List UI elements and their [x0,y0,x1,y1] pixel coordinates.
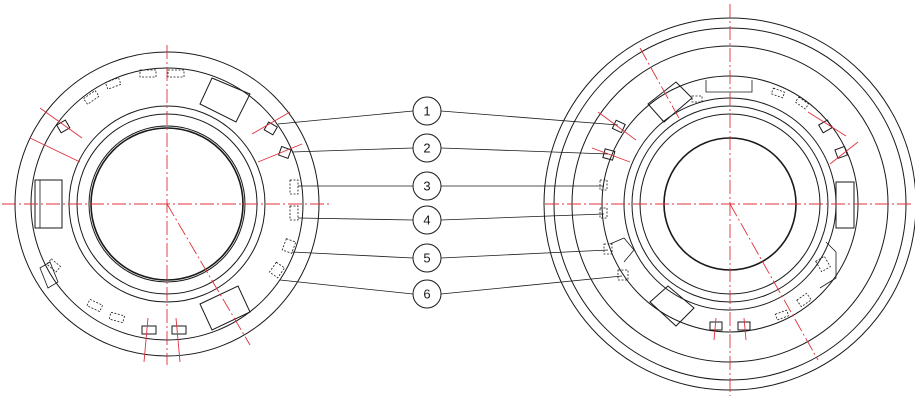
right-tick-6 [743,317,747,341]
left-tick-4 [39,107,83,139]
right-hidden-4 [599,207,608,219]
right-tab-6 [737,321,751,331]
right-slot-right [819,241,837,289]
callout-label: 2 [423,141,430,156]
left-window-bottom [199,285,251,331]
left-tab-5 [171,325,187,335]
leader-1-left [277,110,414,125]
left-tab-left [39,261,59,289]
callout-1: 1 [412,96,442,126]
callout-bubble [412,171,442,201]
callout-2: 2 [412,133,442,163]
right-hidden-br-3 [774,309,790,321]
left-hidden-tl-2 [82,89,100,105]
right-notch-top [705,80,753,93]
callout-3: 3 [412,171,442,201]
leader-2-right [440,147,609,155]
leader-5-left [291,251,414,259]
right-tick-2 [591,147,631,163]
left-hidden-4 [289,205,299,221]
left-hidden-tl-1 [104,77,122,90]
left-tick-2 [257,143,303,163]
right-slot-left [609,237,635,263]
callout-label: 6 [423,287,430,302]
right-centerline-diag-2 [639,47,681,121]
left-hidden-3 [289,179,299,195]
right-hidden-br-2 [796,292,812,308]
right-part-view [543,4,915,396]
right-tick-1 [597,111,637,141]
leader-6-left [279,279,414,295]
left-hidden-bl-3 [108,311,126,324]
callout-bubble [412,279,442,309]
callout-4: 4 [412,205,442,235]
right-tick-3 [807,111,847,137]
left-hidden-5 [281,238,297,254]
right-hidden-tr-1 [770,87,786,99]
right-window-bottom [649,285,695,327]
callout-bubble [412,243,442,273]
right-hidden-6 [617,269,629,281]
left-tick-1 [251,111,291,135]
callout-6: 6 [412,279,442,309]
right-hidden-tl-1 [691,95,703,103]
callout-label: 5 [423,251,430,266]
right-hidden-br-1 [815,255,831,273]
left-hidden-bl-2 [86,298,104,313]
callout-5: 5 [412,243,442,273]
callout-bubble [412,133,442,163]
left-hidden-top-1 [139,69,157,78]
left-centerline-diag [166,203,251,346]
right-tick-5 [713,317,717,341]
left-window-top [199,77,251,123]
callout-label: 3 [423,179,430,194]
left-window-left [34,179,63,229]
callout-list: 1 2 3 4 5 6 [412,96,442,309]
left-tab-2 [277,145,292,160]
left-tab-1 [263,121,279,136]
left-tick-3 [29,137,81,163]
right-tab-3 [817,119,833,134]
leader-4-left [297,217,414,221]
left-part-view [2,45,330,365]
left-tab-4 [141,325,157,335]
right-tab-5 [709,321,723,331]
leader-4-right [440,213,605,221]
right-hidden-tr-2 [794,96,810,110]
callout-label: 1 [423,104,430,119]
leader-5-right [440,249,609,259]
callout-bubble [412,96,442,126]
leader-2-left [291,147,414,153]
right-hidden-3 [599,179,608,191]
right-tick-4 [829,141,859,165]
callout-bubble [412,205,442,235]
right-centerline-diag-1 [729,203,819,361]
leader-lines [277,110,623,295]
left-tick-5 [143,317,149,363]
left-hidden-6 [268,261,286,279]
right-window-right [835,181,855,229]
right-tab-4 [834,145,849,160]
right-hidden-5 [603,243,613,255]
callout-label: 4 [423,213,430,228]
left-hidden-top-2 [167,69,185,78]
leader-6-right [440,275,623,295]
left-tick-6 [175,317,181,363]
left-hidden-bl-1 [46,258,62,273]
leader-1-right [440,110,619,126]
